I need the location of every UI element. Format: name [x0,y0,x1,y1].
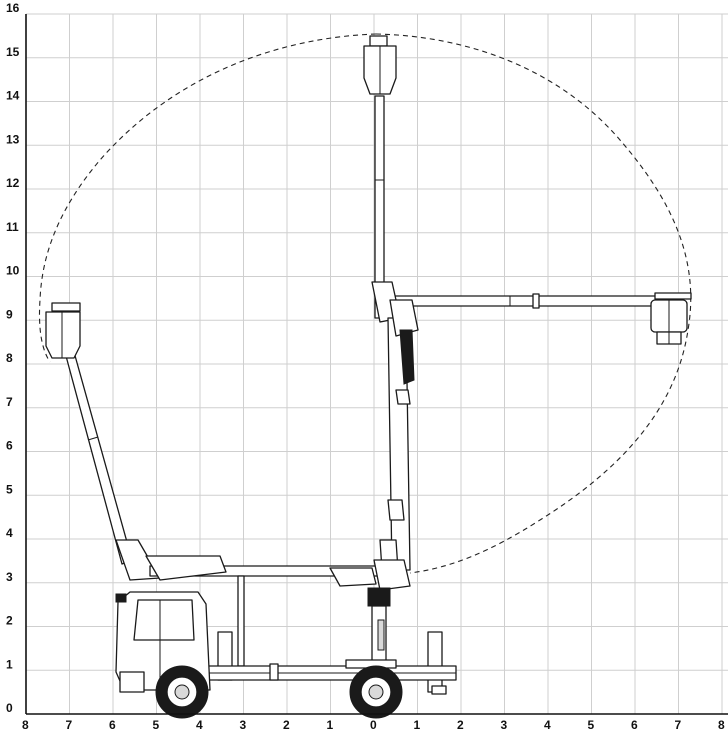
x-tick-label: 6 [109,718,116,731]
y-tick-label: 10 [6,264,20,278]
y-tick-label: 9 [6,307,13,321]
y-tick-label: 12 [6,176,20,190]
x-tick-label: 8 [718,718,725,731]
turret-column [367,587,391,669]
x-tick-label: 2 [283,718,290,731]
y-tick-label: 7 [6,395,13,409]
y-tick-label: 13 [6,132,20,146]
y-tick-label: 8 [6,351,13,365]
lower-horizontal-boom [145,555,411,591]
y-tick-label: 11 [6,220,19,234]
x-tick-label: 8 [22,718,29,731]
x-tick-label: 4 [544,718,551,731]
truck-cab [115,591,211,693]
y-tick-label: 2 [6,614,13,628]
y-tick-label: 4 [6,526,13,540]
x-tick-label: 7 [66,718,73,731]
y-tick-label: 5 [6,482,13,496]
x-tick-label: 2 [457,718,464,731]
vertical-boom [363,35,401,323]
x-tick-label: 1 [414,718,421,731]
y-tick-label: 1 [6,657,13,671]
x-tick-label: 0 [370,718,377,731]
x-tick-label: 3 [240,718,247,731]
y-tick-label: 15 [6,45,20,59]
lower-mast [379,299,419,571]
x-tick-label: 3 [501,718,508,731]
left-reach-boom [45,302,161,581]
y-tick-label: 14 [6,89,20,103]
y-tick-label: 6 [6,439,13,453]
x-tick-label: 6 [631,718,638,731]
y-tick-label: 0 [6,701,13,715]
working-envelope-left-arc [38,33,377,363]
right-reach-boom [394,292,692,345]
x-tick-label: 1 [327,718,334,731]
x-tick-label: 5 [153,718,160,731]
x-tick-label: 5 [588,718,595,731]
rear-wheel [349,665,403,719]
front-wheel [155,665,209,719]
x-tick-label: 4 [196,718,203,731]
y-tick-label: 3 [6,570,13,584]
x-axis-tick-labels: 8 7 6 5 4 3 2 1 0 1 2 3 4 5 6 7 8 [22,718,725,731]
x-tick-label: 7 [675,718,682,731]
y-tick-label: 16 [6,1,20,15]
